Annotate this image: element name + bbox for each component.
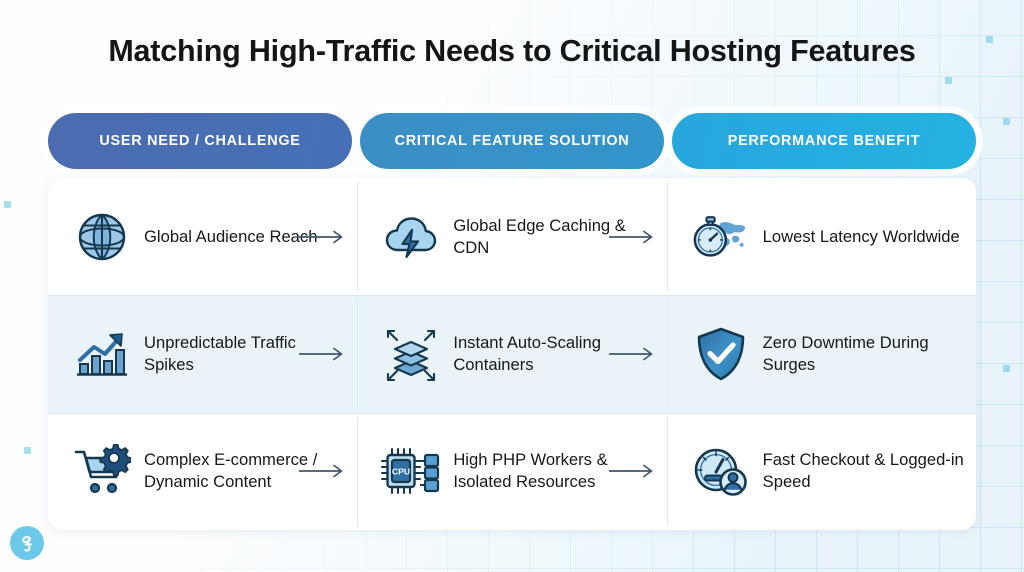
shopping-cart-gear-icon [72, 441, 132, 501]
cell-feature-3-label: High PHP Workers & Isolated Resources [453, 450, 608, 492]
shield-check-icon [691, 324, 751, 384]
cell-feature-2-label: Instant Auto-Scaling Containers [453, 332, 601, 374]
grid-dot [986, 36, 993, 43]
brand-logo-glyph [22, 536, 33, 552]
flow-arrow [608, 464, 653, 478]
header-critical-feature[interactable]: CRITICAL FEATURE SOLUTION [360, 113, 664, 169]
cell-feature-2: Instant Auto-Scaling Containers [357, 295, 666, 412]
grid-dot [24, 447, 31, 454]
header-critical-feature-label: CRITICAL FEATURE SOLUTION [394, 133, 630, 149]
flow-arrow [299, 347, 343, 361]
stacked-layers-scaling-icon [381, 324, 441, 384]
header-performance-benefit[interactable]: PERFORMANCE BENEFIT [672, 113, 976, 169]
table-row: Unpredictable Traffic Spikes [48, 295, 976, 413]
cell-feature-1: Global Edge Caching & CDN [357, 178, 666, 295]
cpu-chip-icon: CPU [381, 441, 441, 501]
cell-need-3-label: Complex E-commerce / Dynamic Content [144, 450, 318, 492]
flow-arrow [299, 464, 343, 478]
bar-chart-growth-icon [72, 324, 132, 384]
cell-need-2: Unpredictable Traffic Spikes [48, 295, 357, 412]
header-user-need-label: USER NEED / CHALLENGE [99, 133, 301, 149]
column-headers: USER NEED / CHALLENGE CRITICAL FEATURE S… [48, 113, 976, 169]
grid-dot [1003, 118, 1010, 125]
globe-icon [72, 207, 132, 267]
table-row: Global Audience Reach Global Edge Cachin… [48, 178, 976, 295]
cell-benefit-1-label: Lowest Latency Worldwide [762, 226, 960, 246]
cell-feature-1-label: Global Edge Caching & CDN [453, 215, 626, 257]
cell-need-1-label: Global Audience Reach [144, 226, 318, 246]
cell-benefit-3: Fast Checkout & Logged-in Speed [666, 413, 976, 530]
brand-logo[interactable] [10, 526, 44, 560]
cell-need-2-label: Unpredictable Traffic Spikes [144, 332, 296, 374]
grid-dot [1003, 365, 1010, 372]
flow-arrow [608, 347, 653, 361]
cell-feature-3: CPU High PHP Workers & Isolated Resource… [357, 413, 666, 530]
cell-benefit-2: Zero Downtime During Surges [666, 295, 976, 412]
grid-dot [945, 77, 952, 84]
cell-need-1: Global Audience Reach [48, 178, 357, 295]
flow-arrow [608, 230, 653, 244]
page-title: Matching High-Traffic Needs to Critical … [108, 34, 916, 68]
comparison-table: Global Audience Reach Global Edge Cachin… [48, 178, 976, 530]
header-performance-benefit-label: PERFORMANCE BENEFIT [727, 133, 921, 149]
flow-arrow [299, 230, 343, 244]
cell-need-3: Complex E-commerce / Dynamic Content [48, 413, 357, 530]
cell-benefit-1: Lowest Latency Worldwide [666, 178, 976, 295]
speedometer-user-icon [691, 441, 751, 501]
cell-benefit-2-label: Zero Downtime During Surges [762, 332, 929, 374]
header-user-need[interactable]: USER NEED / CHALLENGE [48, 113, 352, 169]
table-row: Complex E-commerce / Dynamic Content [48, 412, 976, 530]
cloud-lightning-icon [381, 207, 441, 267]
grid-dot [4, 201, 11, 208]
cell-benefit-3-label: Fast Checkout & Logged-in Speed [762, 450, 964, 492]
cpu-chip-label: CPU [392, 467, 410, 477]
stopwatch-world-map-icon [691, 207, 751, 267]
